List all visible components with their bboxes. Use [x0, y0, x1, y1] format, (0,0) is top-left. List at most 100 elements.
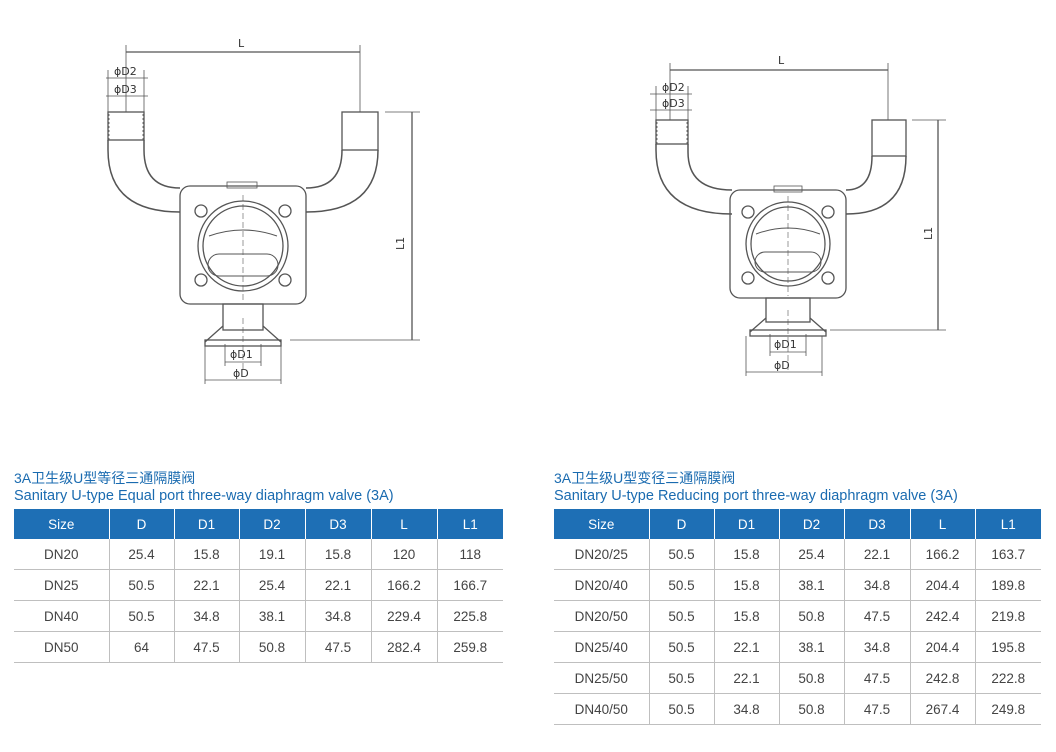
cell-l: 204.4 — [910, 631, 976, 663]
table-row: DN20/40 50.5 15.8 38.1 34.8 204.4 189.8 — [554, 569, 1041, 601]
cell-d3: 22.1 — [305, 569, 372, 601]
cell-d3: 47.5 — [844, 662, 911, 694]
cell-l1: 222.8 — [975, 662, 1041, 694]
cell-size: DN40/50 — [554, 693, 650, 725]
cell-d1: 34.8 — [714, 693, 780, 725]
cell-d1: 15.8 — [714, 600, 780, 632]
cell-size: DN25/50 — [554, 662, 650, 694]
header-d2: D2 — [239, 509, 306, 539]
cell-d3: 47.5 — [305, 631, 372, 663]
cell-d2: 50.8 — [779, 662, 845, 694]
header-d1: D1 — [714, 509, 780, 539]
cell-l: 166.2 — [371, 569, 438, 601]
table-row: DN50 64 47.5 50.8 47.5 282.4 259.8 — [14, 631, 503, 663]
cell-size: DN40 — [14, 600, 110, 632]
cell-l: 242.8 — [910, 662, 976, 694]
cell-size: DN20/50 — [554, 600, 650, 632]
cell-d2: 38.1 — [779, 631, 845, 663]
dim-d3-label: ϕD3 — [662, 97, 685, 110]
cell-d1: 22.1 — [714, 631, 780, 663]
cell-d: 50.5 — [649, 631, 715, 663]
cell-l1: 189.8 — [975, 569, 1041, 601]
cell-d3: 47.5 — [844, 693, 911, 725]
header-l1: L1 — [975, 509, 1041, 539]
cell-d2: 19.1 — [239, 539, 306, 570]
cell-l1: 225.8 — [437, 600, 503, 632]
cell-d: 50.5 — [649, 693, 715, 725]
cell-d3: 47.5 — [844, 600, 911, 632]
dim-d-label: ϕD — [774, 359, 790, 372]
cell-d2: 25.4 — [239, 569, 306, 601]
table-row: DN25/50 50.5 22.1 50.8 47.5 242.8 222.8 — [554, 662, 1041, 694]
dim-d1-label: ϕD1 — [774, 338, 797, 351]
cell-d2: 50.8 — [239, 631, 306, 663]
dim-d2-label: ϕD2 — [114, 65, 137, 78]
cell-d1: 22.1 — [714, 662, 780, 694]
cell-l: 166.2 — [910, 539, 976, 570]
table-row: DN25/40 50.5 22.1 38.1 34.8 204.4 195.8 — [554, 631, 1041, 663]
equal-valve-drawing: L ϕD2 ϕD3 ϕD1 — [80, 0, 440, 400]
dim-d1-label: ϕD1 — [230, 348, 253, 361]
header-d3: D3 — [305, 509, 372, 539]
table-row: DN20/25 50.5 15.8 25.4 22.1 166.2 163.7 — [554, 539, 1041, 570]
header-d1: D1 — [174, 509, 240, 539]
table-row: DN40 50.5 34.8 38.1 34.8 229.4 225.8 — [14, 600, 503, 632]
cell-l1: 166.7 — [437, 569, 503, 601]
cell-d: 50.5 — [109, 569, 175, 601]
equal-title-cn: 3A卫生级U型等径三通隔膜阀 — [14, 470, 196, 486]
header-d: D — [109, 509, 175, 539]
cell-size: DN20 — [14, 539, 110, 570]
cell-d2: 38.1 — [779, 569, 845, 601]
header-l1: L1 — [437, 509, 503, 539]
dim-d2-label: ϕD2 — [662, 81, 685, 94]
table-row: DN20 25.4 15.8 19.1 15.8 120 118 — [14, 539, 503, 570]
cell-d: 50.5 — [109, 600, 175, 632]
cell-size: DN25 — [14, 569, 110, 601]
header-l: L — [371, 509, 438, 539]
header-size: Size — [14, 509, 110, 539]
reducing-valve-drawing: L ϕD2 ϕD3 ϕD1 ϕD — [620, 0, 980, 400]
cell-l: 267.4 — [910, 693, 976, 725]
table-header-row: Size D D1 D2 D3 L L1 — [14, 509, 503, 539]
cell-d1: 15.8 — [714, 539, 780, 570]
cell-size: DN50 — [14, 631, 110, 663]
reducing-title-en: Sanitary U-type Reducing port three-way … — [554, 488, 958, 504]
cell-size: DN20/40 — [554, 569, 650, 601]
cell-d1: 15.8 — [714, 569, 780, 601]
table-row: DN25 50.5 22.1 25.4 22.1 166.2 166.7 — [14, 569, 503, 601]
cell-l: 242.4 — [910, 600, 976, 632]
table-row: DN40/50 50.5 34.8 50.8 47.5 267.4 249.8 — [554, 693, 1041, 725]
cell-d: 50.5 — [649, 662, 715, 694]
header-d3: D3 — [844, 509, 911, 539]
dim-l-label: L — [778, 54, 785, 67]
header-l: L — [910, 509, 976, 539]
equal-title-en: Sanitary U-type Equal port three-way dia… — [14, 488, 394, 504]
cell-d1: 34.8 — [174, 600, 240, 632]
table-header-row: Size D D1 D2 D3 L L1 — [554, 509, 1041, 539]
reducing-spec-table: Size D D1 D2 D3 L L1 DN20/25 50.5 15.8 2… — [554, 509, 1041, 725]
cell-d3: 34.8 — [844, 569, 911, 601]
cell-l1: 259.8 — [437, 631, 503, 663]
cell-d3: 34.8 — [305, 600, 372, 632]
cell-d1: 15.8 — [174, 539, 240, 570]
cell-l1: 118 — [437, 539, 503, 570]
cell-d3: 22.1 — [844, 539, 911, 570]
cell-d1: 22.1 — [174, 569, 240, 601]
cell-d: 50.5 — [649, 600, 715, 632]
dim-d-label: ϕD — [233, 367, 249, 380]
cell-d: 50.5 — [649, 539, 715, 570]
cell-d2: 50.8 — [779, 600, 845, 632]
cell-d3: 34.8 — [844, 631, 911, 663]
cell-d1: 47.5 — [174, 631, 240, 663]
cell-d: 50.5 — [649, 569, 715, 601]
equal-spec-table: Size D D1 D2 D3 L L1 DN20 25.4 15.8 19.1… — [14, 509, 503, 663]
cell-d: 64 — [109, 631, 175, 663]
reducing-title-cn: 3A卫生级U型变径三通隔膜阀 — [554, 470, 736, 486]
dim-d3-label: ϕD3 — [114, 83, 137, 96]
dim-l-label: L — [238, 37, 245, 50]
header-d: D — [649, 509, 715, 539]
cell-size: DN25/40 — [554, 631, 650, 663]
cell-l1: 219.8 — [975, 600, 1041, 632]
cell-l1: 249.8 — [975, 693, 1041, 725]
cell-d2: 25.4 — [779, 539, 845, 570]
